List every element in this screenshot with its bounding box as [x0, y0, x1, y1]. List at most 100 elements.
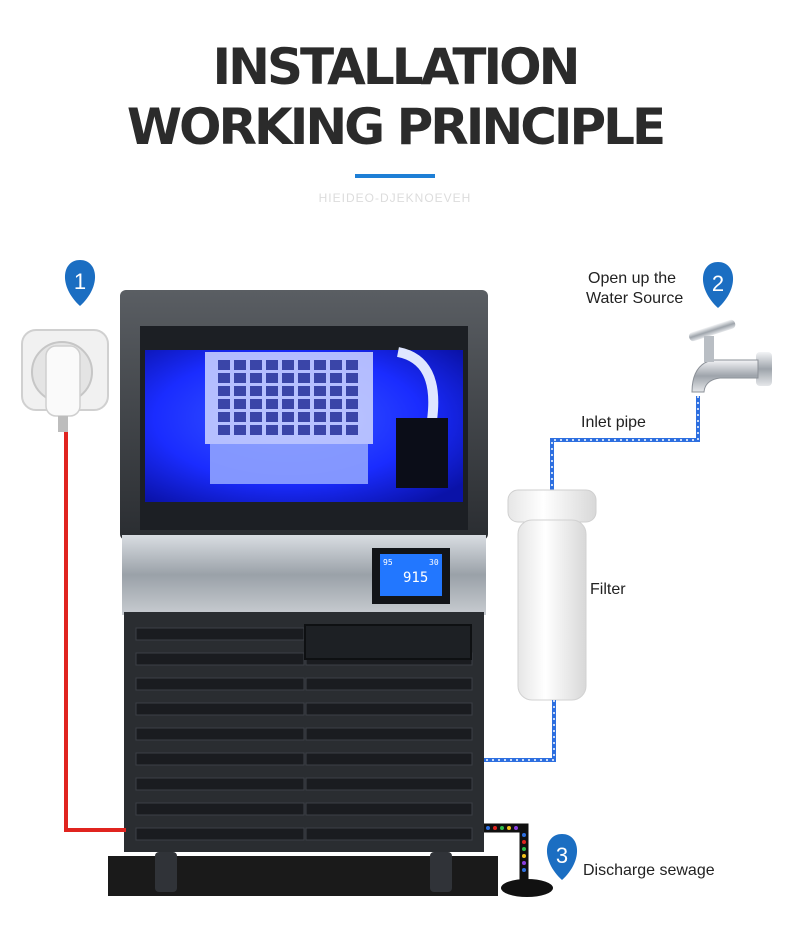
- ice-cube-cell: [330, 373, 342, 383]
- ice-cube-cell: [282, 412, 294, 422]
- faucet-body: [691, 359, 759, 393]
- vent-slat: [305, 727, 473, 741]
- ice-cube-cell: [330, 386, 342, 396]
- title-line-1: INSTALLATION: [212, 38, 581, 96]
- drain-dot: [522, 868, 526, 872]
- lcd-corner-left: 95: [383, 558, 393, 567]
- drain-dot: [493, 826, 497, 830]
- ice-cube-cell: [298, 373, 310, 383]
- filter-cap: [507, 489, 597, 523]
- drain-dot: [514, 826, 518, 830]
- ice-cube-cell: [314, 373, 326, 383]
- ice-cube-cell: [298, 399, 310, 409]
- ice-cube-cell: [298, 412, 310, 422]
- drain-dot: [522, 854, 526, 858]
- vent-slat: [135, 827, 305, 841]
- plug-neck: [58, 416, 68, 432]
- ice-cube-grid: [218, 360, 358, 435]
- power-outlet: [21, 329, 109, 432]
- ice-cube-cell: [250, 360, 262, 370]
- lcd-screen: [380, 554, 442, 596]
- ice-cube-cell: [250, 412, 262, 422]
- discharge-label: Discharge sewage: [583, 862, 715, 879]
- lcd-value: 915: [403, 570, 428, 586]
- ice-cube-cell: [298, 425, 310, 435]
- faucet-stem: [704, 336, 714, 362]
- internal-pipe: [396, 347, 439, 421]
- faucet: [688, 319, 772, 393]
- drain-dot: [522, 861, 526, 865]
- ice-cube-cell: [234, 425, 246, 435]
- plug: [45, 345, 81, 417]
- foot-right: [430, 852, 452, 892]
- ice-cube-cell: [234, 412, 246, 422]
- ice-cube-cell: [250, 425, 262, 435]
- ice-cube-cell: [250, 386, 262, 396]
- pin-marker-icon: [546, 834, 578, 880]
- ice-cube-cell: [282, 425, 294, 435]
- ice-cube-cell: [218, 360, 230, 370]
- ice-cube-cell: [266, 360, 278, 370]
- ice-cube-cell: [282, 373, 294, 383]
- ice-cube-cell: [218, 425, 230, 435]
- drain-dot: [486, 826, 490, 830]
- ice-cube-cell: [330, 399, 342, 409]
- ice-cube-cell: [234, 373, 246, 383]
- ice-cube-cell: [330, 412, 342, 422]
- vent-slat: [135, 777, 305, 791]
- ice-cube-cell: [282, 399, 294, 409]
- pin-number: 1: [74, 269, 86, 294]
- ice-cube-cell: [218, 386, 230, 396]
- vent-slat: [305, 702, 473, 716]
- ice-cube-cell: [250, 399, 262, 409]
- drain-dot: [500, 826, 504, 830]
- ice-cube-cell: [266, 386, 278, 396]
- ice-cube-cell: [314, 386, 326, 396]
- vent-slat: [305, 677, 473, 691]
- vent-slat: [135, 752, 305, 766]
- ice-cube-cell: [330, 425, 342, 435]
- step-pin-2: 2: [702, 262, 734, 308]
- ice-cube-cell: [282, 386, 294, 396]
- title-underline: [355, 174, 435, 178]
- filter-label: Filter: [590, 581, 626, 598]
- ice-cube-cell: [266, 425, 278, 435]
- drain-dot: [522, 847, 526, 851]
- drain-line: [484, 823, 553, 897]
- water-source-label-line-1: Open up the: [588, 270, 677, 287]
- ice-bin-plate: [210, 444, 368, 484]
- ice-cube-cell: [234, 360, 246, 370]
- inlet-pipe: [550, 396, 700, 492]
- ice-cube-cell: [314, 412, 326, 422]
- vent-slat: [135, 627, 305, 641]
- vent-slat: [135, 677, 305, 691]
- drain-dot: [507, 826, 511, 830]
- ice-cube-cell: [314, 360, 326, 370]
- drain-dot: [522, 833, 526, 837]
- ice-cube-cell: [298, 386, 310, 396]
- faucet-mount: [756, 352, 772, 386]
- filter-housing: [517, 519, 587, 701]
- ice-cube-cell: [218, 373, 230, 383]
- pin-marker-icon: [702, 262, 734, 308]
- vent-slat: [135, 702, 305, 716]
- vent-slot-top: [304, 624, 472, 660]
- ice-cube-cell: [346, 425, 358, 435]
- internal-pump: [396, 418, 448, 488]
- ice-cube-cell: [330, 360, 342, 370]
- ice-machine: 95 30 915: [120, 290, 488, 892]
- ice-cube-cell: [298, 360, 310, 370]
- subtitle: HIEIDEO-DJEKNOEVEH: [318, 191, 472, 205]
- faucet-handle: [688, 319, 736, 342]
- power-cable: [64, 432, 126, 832]
- inlet-pipe-label: Inlet pipe: [581, 414, 646, 431]
- vent-slat: [135, 652, 305, 666]
- water-filter: [507, 489, 597, 701]
- ice-cube-cell: [346, 360, 358, 370]
- vent-slat: [135, 727, 305, 741]
- ice-cube-cell: [266, 399, 278, 409]
- outlet-pipe-highlight: [484, 700, 555, 761]
- outlet-pipe: [484, 700, 556, 762]
- pin-number: 3: [556, 843, 568, 868]
